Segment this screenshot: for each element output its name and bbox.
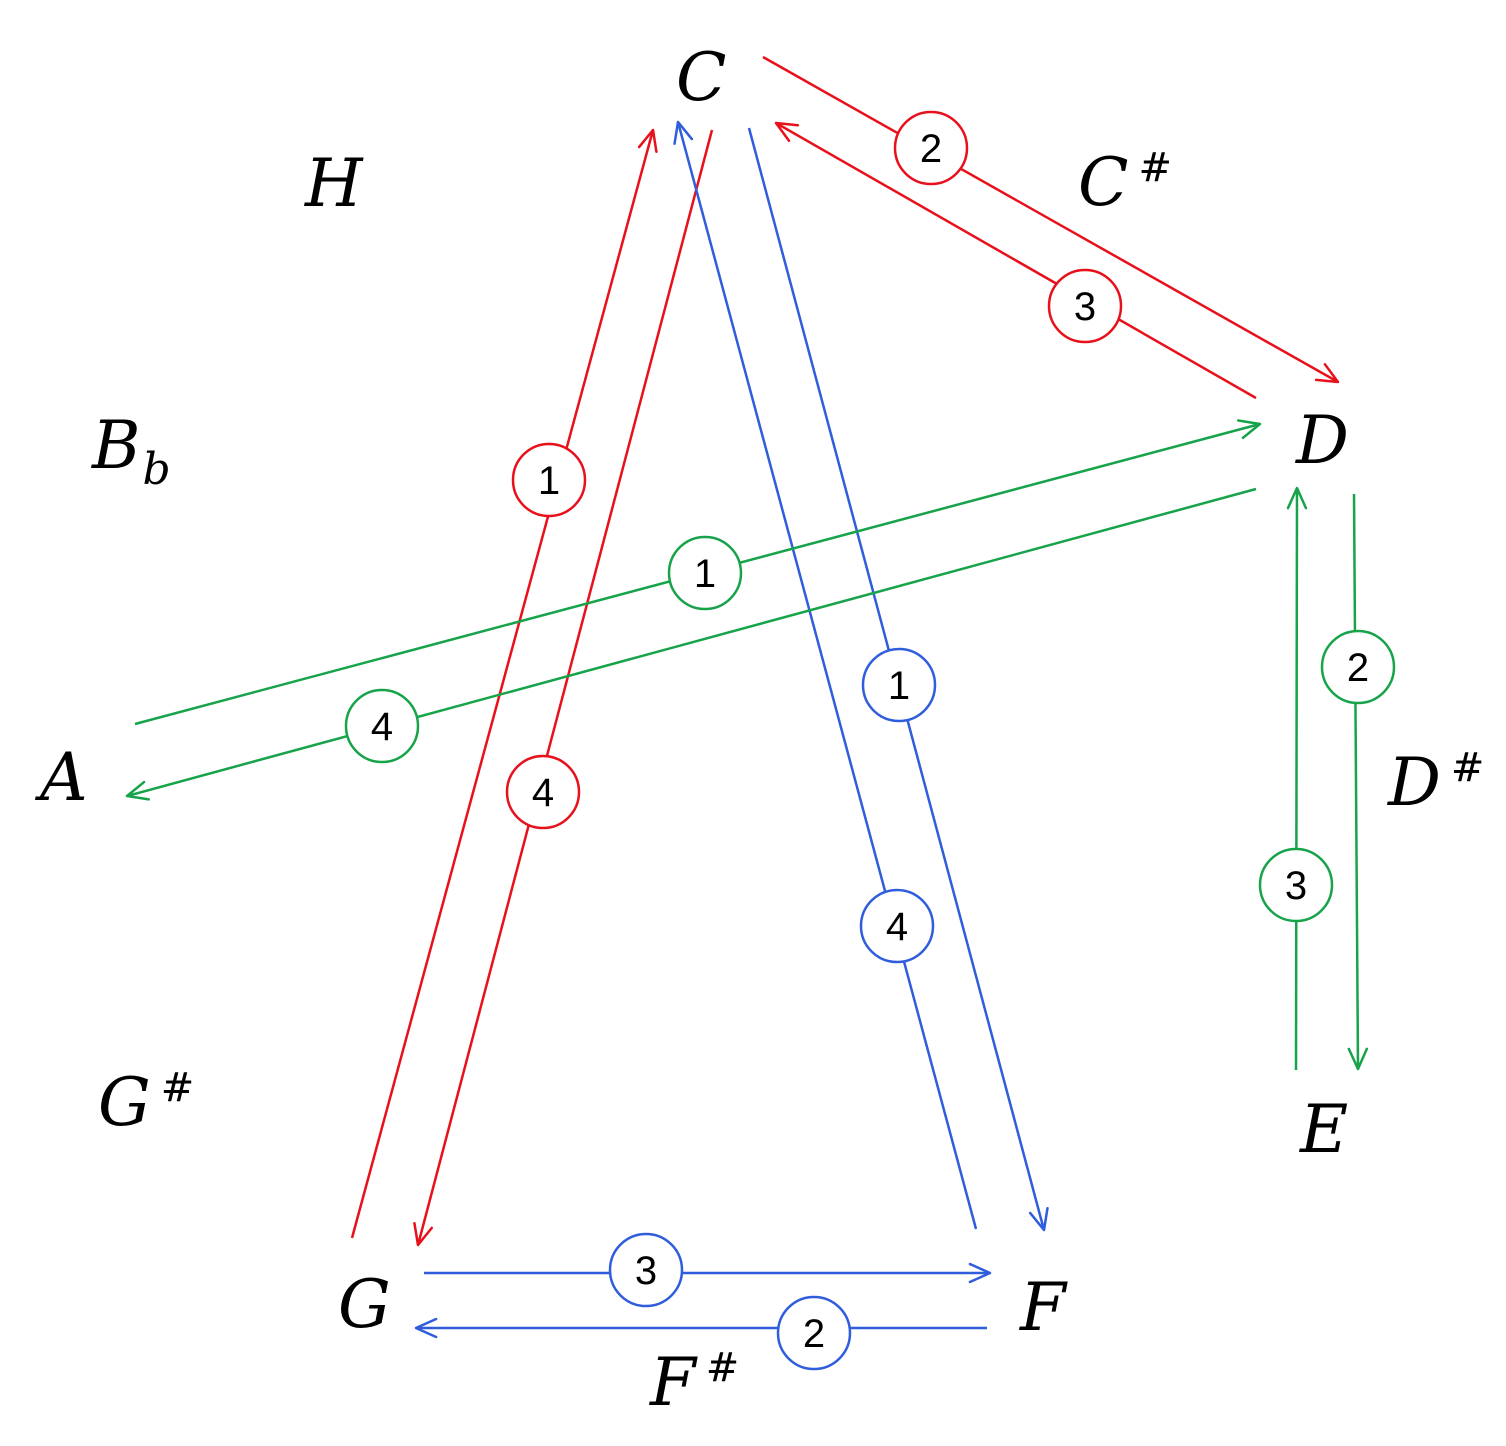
step-number: 4 [886,905,908,949]
edge-green-3 [1286,486,1308,1071]
step-number: 2 [803,1312,825,1356]
arrow-head-icon [1237,419,1262,440]
arrow-head-icon [1286,486,1308,510]
note-base: C [676,39,727,116]
sharp-modifier: # [161,1065,195,1111]
edge-line [1294,487,1299,1071]
note-label-H: H [304,145,364,222]
step-number: 3 [635,1249,657,1293]
edge-green-2 [1347,493,1369,1071]
edge-blue-3 [424,1262,992,1284]
edge-blue-2 [414,1317,987,1339]
arrow-head-icon [968,1262,992,1284]
step-badge-circle [893,110,969,186]
note-label-Gs: G# [98,1064,194,1141]
step-number: 1 [694,552,716,596]
step-number: 2 [1347,646,1369,690]
step-number: 3 [1285,864,1307,908]
step-badge-circle [511,442,587,518]
flat-modifier: b [143,444,171,495]
step-number: 1 [538,459,560,503]
step-number: 4 [371,705,393,749]
arrow-head-icon [1028,1207,1049,1232]
arrow-head-icon [1314,363,1340,384]
note-base: E [1299,1091,1348,1168]
note-label-Fs: F# [649,1344,739,1421]
note-base: B [91,407,141,484]
sharp-modifier: # [706,1345,740,1391]
arrow-head-icon [673,120,694,145]
step-badge-red-2: 2 [893,110,969,186]
arrow-head-icon [774,121,800,143]
note-label-G: G [338,1266,391,1343]
sharp-modifier: # [1451,745,1485,791]
edge-line [1352,493,1360,1070]
step-badge-circle [505,754,581,830]
note-base: H [304,145,364,222]
step-badge-circle [1047,268,1123,344]
edge-red-4 [413,129,714,1247]
arrow-head-icon [413,1222,434,1247]
step-badge-circle [667,535,743,611]
step-badge-red-4: 4 [505,754,581,830]
step-badge-red-1: 1 [511,442,587,518]
note-base: G [338,1266,391,1343]
edge-line [416,129,714,1246]
step-badge-green-2: 2 [1320,629,1396,705]
note-label-A: A [34,739,88,816]
note-label-E: E [1299,1091,1348,1168]
step-badge-circle [776,1295,852,1371]
edge-line [350,129,655,1239]
note-base: F [649,1344,698,1421]
sharp-modifier: # [1139,145,1173,191]
note-label-Cs: C# [1078,144,1172,221]
step-badge-green-1: 1 [667,535,743,611]
note-label-Bb: Bb [91,407,171,495]
step-badge-circle [1320,629,1396,705]
edge-line [676,121,978,1230]
note-label-D: D [1295,402,1349,479]
note-base: D [1387,744,1441,821]
arrow-head-icon [637,128,658,153]
edges-layer [125,55,1369,1339]
step-badge-circle [344,688,420,764]
edge-line [775,121,1257,400]
edge-red-2 [762,55,1340,384]
step-badge-blue-2: 2 [776,1295,852,1371]
step-badge-blue-1: 1 [861,647,937,723]
step-badge-circle [861,647,937,723]
note-base: F [1019,1269,1068,1346]
edge-red-1 [350,128,658,1239]
edge-green-4 [125,487,1257,801]
step-badge-green-3: 3 [1258,847,1334,923]
edge-line [762,55,1339,384]
step-badge-green-4: 4 [344,688,420,764]
step-badge-circle [608,1232,684,1308]
step-number: 4 [532,771,554,815]
arrow-head-icon [125,780,150,801]
edge-blue-4 [673,120,978,1230]
step-badge-circle [859,888,935,964]
step-badges-layer: 1 2 3 4 1 2 3 4 1 2 3 4 [344,110,1396,1371]
step-number: 1 [888,664,910,708]
step-badge-circle [1258,847,1334,923]
note-base: C [1078,144,1129,221]
note-label-F: F [1019,1269,1068,1346]
step-badge-red-3: 3 [1047,268,1123,344]
step-number: 2 [920,127,942,171]
step-number: 3 [1074,285,1096,329]
note-label-C: C [676,39,727,116]
arrow-head-icon [414,1317,438,1339]
note-base: A [34,739,88,816]
note-base: D [1295,402,1349,479]
edge-line [126,487,1257,798]
note-label-Ds: D# [1387,744,1484,821]
arrow-head-icon [1347,1047,1369,1071]
edge-red-3 [774,121,1257,400]
step-badge-blue-4: 4 [859,888,935,964]
note-base: G [98,1064,151,1141]
step-badge-blue-3: 3 [608,1232,684,1308]
